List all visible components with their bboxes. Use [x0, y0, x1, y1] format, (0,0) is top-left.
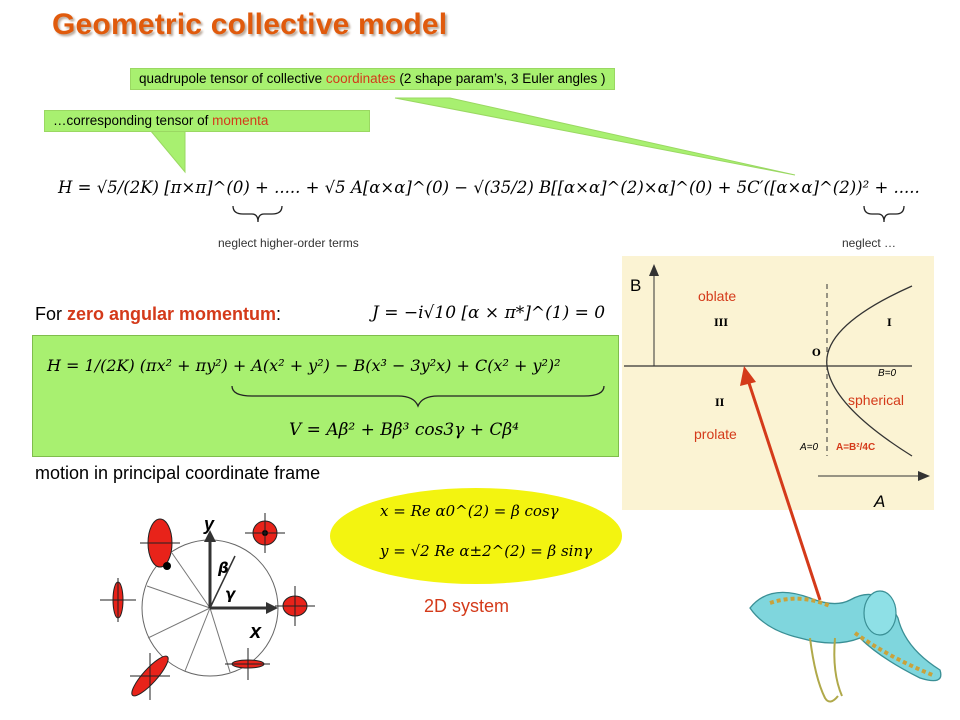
quadrupole-callout-text-end: (2 shape param’s, 3 Euler angles ) [395, 71, 606, 86]
oblate-label: oblate [698, 288, 737, 304]
quadrupole-callout: quadrupole tensor of collective coordina… [130, 68, 615, 90]
region-III-label: III [714, 318, 729, 329]
shape-diagram: y x β γ [100, 513, 315, 700]
motion-label: motion in principal coordinate frame [35, 463, 321, 483]
quadrupole-callout-text: quadrupole tensor of collective [139, 71, 326, 86]
angular-momentum-formula: J = −i√10 [α × π*]^(1) = 0 [372, 303, 606, 323]
zero-momentum-bold: zero angular momentum [67, 304, 277, 324]
b-axis-label: B [630, 276, 642, 295]
momenta-callout-highlight: momenta [212, 113, 269, 128]
x-axis-label: x [249, 621, 262, 643]
system-label: 2D system [424, 596, 510, 616]
momenta-callout-text: …corresponding tensor of [53, 113, 213, 128]
hamiltonian-formula: H = √5/(2K) [π×π]^(0) + ..... + √5 A[α×α… [58, 178, 920, 197]
quadrupole-callout-highlight: coordinates [325, 71, 396, 86]
spherical-label: spherical [848, 392, 905, 408]
neglect-other-label: neglect … [842, 236, 897, 250]
region-II-label: II [715, 398, 725, 409]
prolate-label: prolate [694, 426, 737, 442]
quadrupole-callout-tail [394, 97, 796, 176]
ellipse-y-formula: y = √2 Re α±2^(2) = β sinγ [380, 542, 593, 560]
zero-momentum-suffix: : [276, 304, 282, 324]
origin-label: O [812, 348, 821, 359]
box-hamiltonian-formula: H = 1/(2K) (πx² + πy²) + A(x² + y²) − B(… [47, 356, 561, 375]
box-potential-formula: V = Aβ² + Bβ³ cos3γ + Cβ⁴ [289, 420, 519, 440]
y-axis-label: y [203, 514, 215, 534]
ornament-illustration [749, 590, 942, 703]
ellipse-x-formula: x = Re α0^(2) = β cosγ [380, 502, 559, 520]
phase-arrow [746, 379, 822, 601]
a-zero-label: A=0 [800, 442, 819, 453]
neglect-higher-order-label: neglect higher-order terms [218, 236, 359, 250]
brace-higher-order [232, 205, 283, 223]
box-brace [231, 385, 605, 408]
momenta-callout: …corresponding tensor of momenta [44, 110, 370, 132]
gamma-label: γ [225, 585, 237, 603]
b-zero-label: B=0 [878, 368, 897, 379]
page-title: Geometric collective model [52, 8, 448, 41]
zero-momentum-line: For zero angular momentum: [35, 304, 281, 325]
phase-diagram-plot [624, 264, 930, 481]
beta-vector [209, 555, 236, 609]
a-relation-label: A=B²/4C [836, 442, 876, 453]
region-I-label: I [887, 318, 892, 329]
coordinates-ellipse: x = Re α0^(2) = β cosγ y = √2 Re α±2^(2)… [330, 488, 622, 584]
hamiltonian-box: H = 1/(2K) (πx² + πy²) + A(x² + y²) − B(… [32, 335, 619, 457]
a-axis-label: A [874, 492, 886, 511]
zero-momentum-prefix: For [35, 304, 68, 324]
phase-arrow-head [740, 366, 756, 386]
phase-boundary-curve [826, 285, 913, 457]
beta-label: β [217, 559, 229, 577]
brace-other [863, 205, 905, 223]
